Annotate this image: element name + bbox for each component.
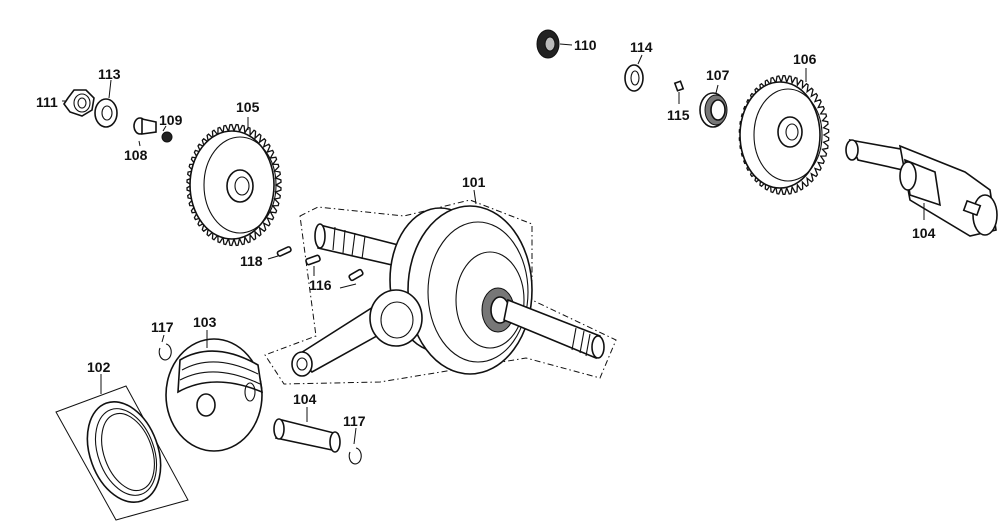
label-105: 105 — [236, 99, 260, 115]
label-112: 110 — [574, 37, 597, 53]
piston-103 — [165, 330, 263, 452]
pin-109 — [161, 125, 173, 143]
label-101: 101 — [462, 174, 486, 190]
key-116 — [305, 254, 364, 289]
label-116: 116 — [309, 277, 332, 293]
crankshaft-101 — [264, 189, 617, 385]
label-109: 109 — [159, 112, 183, 128]
label-107: 107 — [706, 67, 730, 83]
washer-113 — [94, 79, 118, 128]
label-117-upper: 117 — [151, 319, 174, 335]
label-108: 108 — [124, 147, 148, 163]
balancer-shaft-106 — [845, 138, 998, 237]
label-103: 103 — [193, 314, 217, 330]
gear-110 — [738, 68, 830, 195]
bolt-108 — [133, 117, 157, 147]
circlip-117-upper — [158, 334, 172, 361]
label-117-lower: 117 — [343, 413, 366, 429]
key-118 — [267, 246, 292, 260]
nut-111 — [62, 89, 95, 117]
label-106: 104 — [912, 225, 936, 241]
gear-105 — [186, 117, 282, 247]
label-118: 118 — [240, 253, 263, 269]
key-115 — [673, 80, 685, 104]
circlip-117-lower — [348, 427, 362, 465]
label-115: 115 — [667, 107, 690, 123]
label-113: 113 — [98, 66, 121, 82]
piston-rings-102 — [55, 374, 189, 521]
label-111: 111 — [36, 94, 58, 110]
label-114: 114 — [630, 39, 653, 55]
label-104: 104 — [293, 391, 317, 407]
oil-seal-112 — [536, 29, 573, 59]
label-110: 106 — [793, 51, 817, 67]
piston-pin-104 — [273, 407, 341, 453]
label-102: 102 — [87, 359, 111, 375]
washer-114 — [624, 54, 644, 92]
small-gear-107 — [699, 84, 728, 128]
